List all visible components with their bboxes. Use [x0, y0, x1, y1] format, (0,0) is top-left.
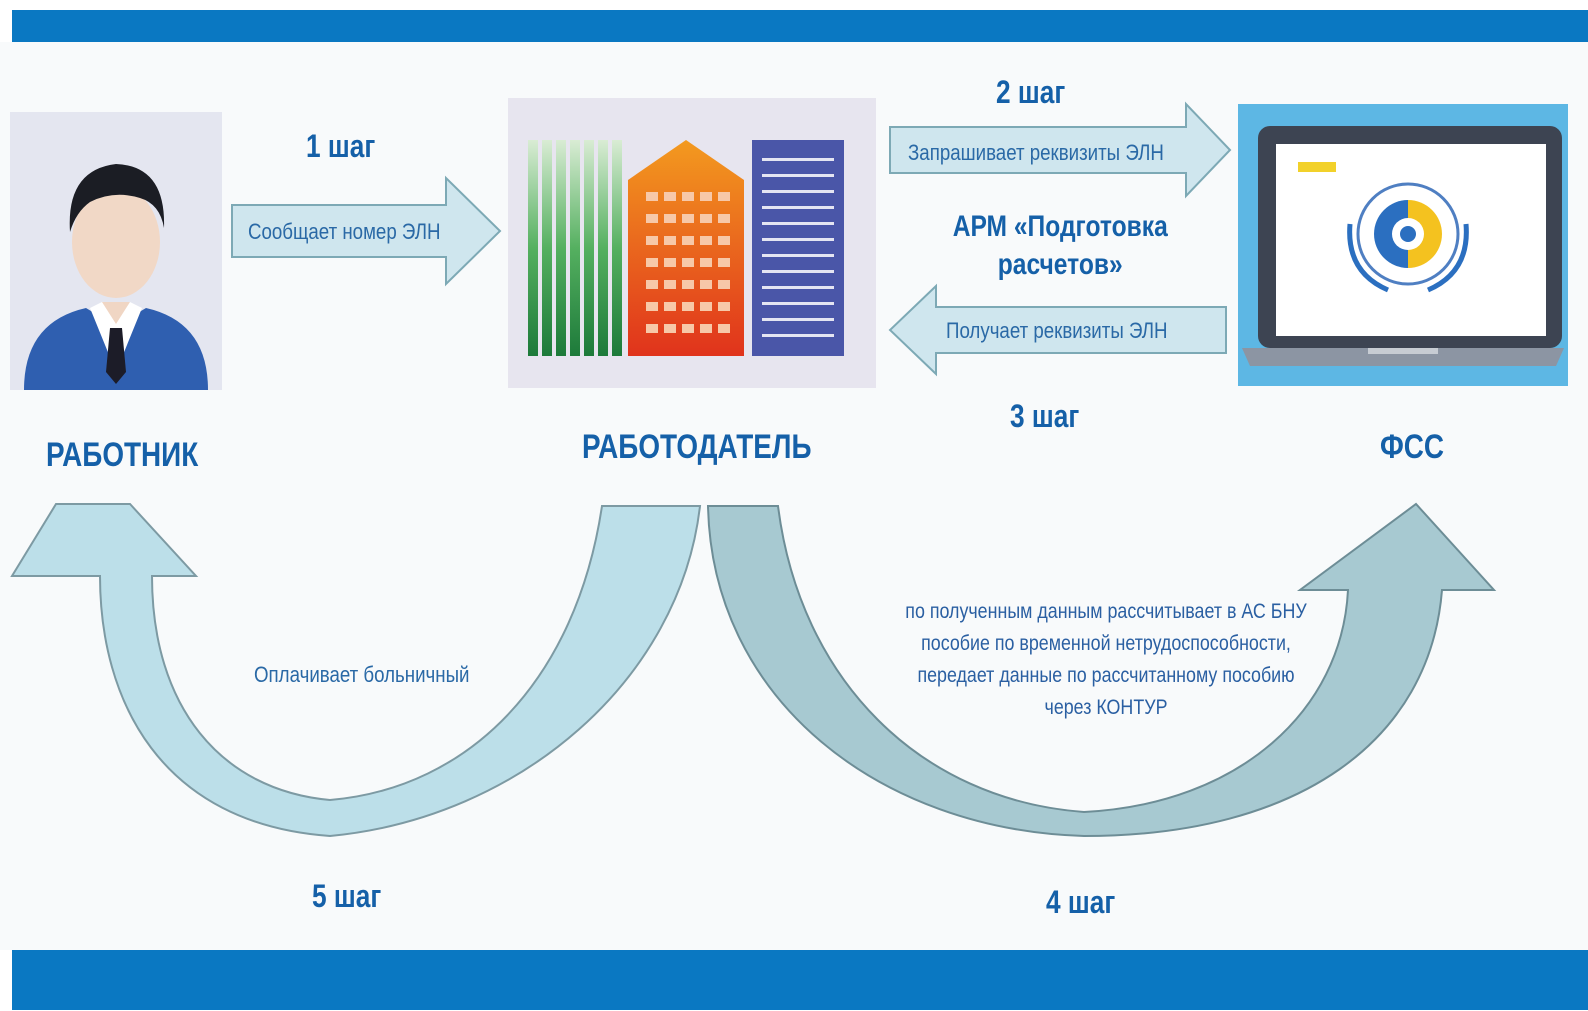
- arrow-step-2: [889, 101, 1232, 199]
- employer-label: РАБОТОДАТЕЛЬ: [582, 428, 812, 466]
- arrow-step-3: [888, 283, 1227, 377]
- step-4-description-line-3: передает данные по рассчитанному пособию: [917, 664, 1295, 687]
- step-4-description-line-1: по полученным данным рассчитывает в АС Б…: [905, 600, 1307, 623]
- arrow-step-3-text: Получает реквизиты ЭЛН: [946, 318, 1168, 343]
- arrow-step-1: [231, 175, 502, 287]
- arrow-step-2-text: Запрашивает реквизиты ЭЛН: [908, 140, 1164, 165]
- fss-label: ФСС: [1380, 428, 1445, 466]
- arm-label-line-1: АРМ «Подготовка: [952, 210, 1168, 243]
- curve-arrow-step-5: [10, 503, 702, 838]
- arrow-step-1-text: Сообщает номер ЭЛН: [248, 219, 441, 244]
- curve-arrow-step-4: [706, 502, 1497, 838]
- bottom-band: [12, 950, 1588, 1010]
- curve-step-5-text: Оплачивает больничный: [254, 662, 470, 687]
- top-band: [12, 10, 1588, 42]
- step-3-label: 3 шаг: [1010, 398, 1080, 434]
- worker-label: РАБОТНИК: [46, 436, 199, 474]
- fss-laptop-icon: [1238, 104, 1568, 386]
- step-2-label: 2 шаг: [996, 74, 1066, 110]
- step-5-label: 5 шаг: [312, 878, 382, 914]
- arm-label: АРМ «Подготовка расчетов»: [952, 208, 1168, 284]
- step-1-label: 1 шаг: [306, 128, 376, 164]
- step-4-description: по полученным данным рассчитывает в АС Б…: [885, 596, 1327, 724]
- worker-person-icon: [10, 112, 222, 390]
- step-4-label: 4 шаг: [1046, 884, 1116, 920]
- step-4-description-line-4: через КОНТУР: [1044, 696, 1168, 719]
- step-4-description-line-2: пособие по временной нетрудоспособности,: [921, 632, 1291, 655]
- employer-buildings-icon: [508, 98, 876, 388]
- arm-label-line-2: расчетов»: [997, 248, 1123, 281]
